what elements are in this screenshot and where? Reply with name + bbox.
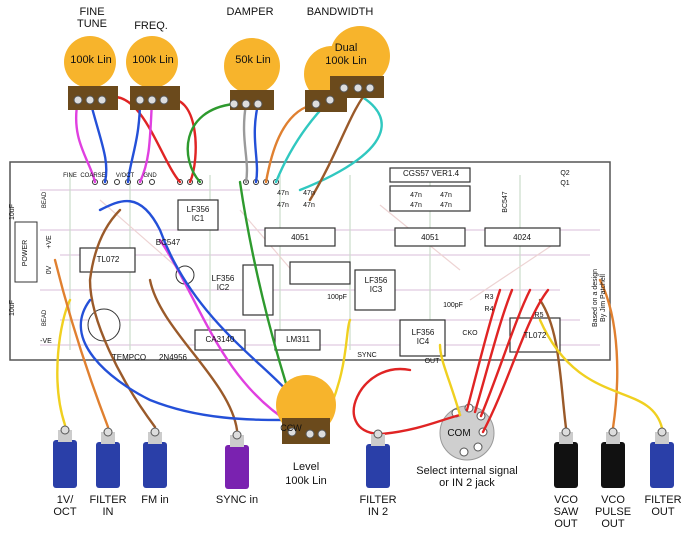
board-misc-label: CKO <box>462 330 478 337</box>
pot-damper[interactable] <box>224 38 280 110</box>
chip-label: LF356 IC1 <box>186 205 210 223</box>
chip-label: CA3140 <box>205 335 235 344</box>
chip-label: BC547 <box>502 191 509 213</box>
label-bandwidth-value: Dual 100k Lin <box>325 42 367 67</box>
board-misc-label: -VE <box>40 338 52 345</box>
chip-label: 4051 <box>291 233 309 242</box>
board-misc-label: +VE <box>46 235 53 249</box>
pot-bandwidth[interactable] <box>304 26 390 112</box>
label-level-value: 100k Lin <box>285 475 327 487</box>
label-fine-tune-title: FINE TUNE <box>77 6 107 30</box>
chip-label: 4024 <box>513 233 531 242</box>
label-jack-vco-saw: VCO SAW OUT <box>553 494 579 530</box>
cap-label: 100pF <box>327 294 347 301</box>
jack-vco-saw[interactable] <box>554 427 578 488</box>
label-damper-title: DAMPER <box>226 6 274 18</box>
cap-label: 47n <box>303 190 315 197</box>
jack-filter-in[interactable] <box>96 427 120 488</box>
board-misc-label: R5 <box>534 312 544 319</box>
label-jack-sync-in: SYNC in <box>215 494 259 506</box>
cap-label: 47n <box>277 190 289 197</box>
cap-label: 10uF <box>9 300 16 316</box>
cap-label: 47n <box>303 202 315 209</box>
jack-vco-pulse[interactable] <box>601 427 625 488</box>
pot-freq[interactable] <box>126 36 180 110</box>
label-fine-tune-value: 100k Lin <box>70 54 112 66</box>
board-title: CGS57 VER1.4 <box>402 169 460 178</box>
chip-label: TEMPCO <box>111 353 147 362</box>
jack-filter-in2[interactable] <box>366 429 390 488</box>
board-power-label: POWER <box>22 239 29 267</box>
jack-fm-in[interactable] <box>143 427 167 488</box>
label-switch-caption: Select internal signal or IN 2 jack <box>416 465 518 489</box>
chip-label: LF356 IC2 <box>211 274 235 292</box>
board-misc-label: R3 <box>484 294 494 301</box>
cap-label: 10uF <box>9 204 16 220</box>
chip-label: BC547 <box>155 238 181 247</box>
label-freq-value: 100k Lin <box>132 54 174 66</box>
chip-label: LF356 IC3 <box>364 276 388 294</box>
board-misc-label: FINE <box>63 173 77 179</box>
board-misc-label: GND <box>143 173 157 179</box>
board-misc-label: R4 <box>484 306 494 313</box>
jack-v-oct[interactable] <box>53 425 77 488</box>
power-header <box>14 221 38 283</box>
cap-label: 47n <box>410 202 422 209</box>
board-misc-label: V/OCT <box>115 173 135 179</box>
jack-sync-in[interactable] <box>225 430 249 489</box>
label-damper-value: 50k Lin <box>235 54 271 66</box>
label-switch-com: COM <box>447 428 471 439</box>
label-jack-fm-in: FM in <box>141 494 169 506</box>
board-misc-label: 0V <box>46 265 53 275</box>
board-misc-label: Q1 <box>560 180 570 187</box>
label-level-title: Level <box>292 461 320 473</box>
cap-label: 47n <box>440 192 452 199</box>
board-misc-label: BEAD <box>42 309 48 327</box>
chip-label: TL072 <box>523 331 547 340</box>
chip-label: 4051 <box>421 233 439 242</box>
board-credit: Based on a design By Jim Patchell <box>592 269 607 327</box>
jack-filter-out[interactable] <box>650 427 674 488</box>
board-misc-label: OUT <box>424 358 440 365</box>
label-jack-filter-out: FILTER OUT <box>644 494 682 518</box>
cap-label: 47n <box>410 192 422 199</box>
chip-label: TL072 <box>96 255 120 264</box>
board-misc-label: COARSE <box>80 173 106 179</box>
cap-label: 47n <box>440 202 452 209</box>
board-misc-label: BEAD <box>42 191 48 209</box>
cap-label: 100pF <box>443 302 463 309</box>
label-jack-filter-in: FILTER IN <box>89 494 127 518</box>
pot-level[interactable] <box>276 375 336 444</box>
chip-label: LF356 IC4 <box>411 328 435 346</box>
label-freq-title: FREQ. <box>134 20 168 32</box>
label-level-ccw: CCW <box>280 423 302 433</box>
board-misc-label: Q2 <box>560 170 570 177</box>
label-bandwidth-title: BANDWIDTH <box>306 6 374 18</box>
cap-label: 47n <box>277 202 289 209</box>
pot-fine-tune[interactable] <box>64 36 118 110</box>
chip-label: LM311 <box>286 335 310 344</box>
label-jack-filter-in2: FILTER IN 2 <box>359 494 397 518</box>
label-jack-v-oct: 1V/ OCT <box>53 494 77 518</box>
board-misc-label: SYNC <box>357 352 377 359</box>
chip-label: 2N4956 <box>158 353 188 362</box>
header-pins <box>92 179 279 185</box>
label-jack-vco-pulse: VCO PULSE OUT <box>594 494 632 530</box>
